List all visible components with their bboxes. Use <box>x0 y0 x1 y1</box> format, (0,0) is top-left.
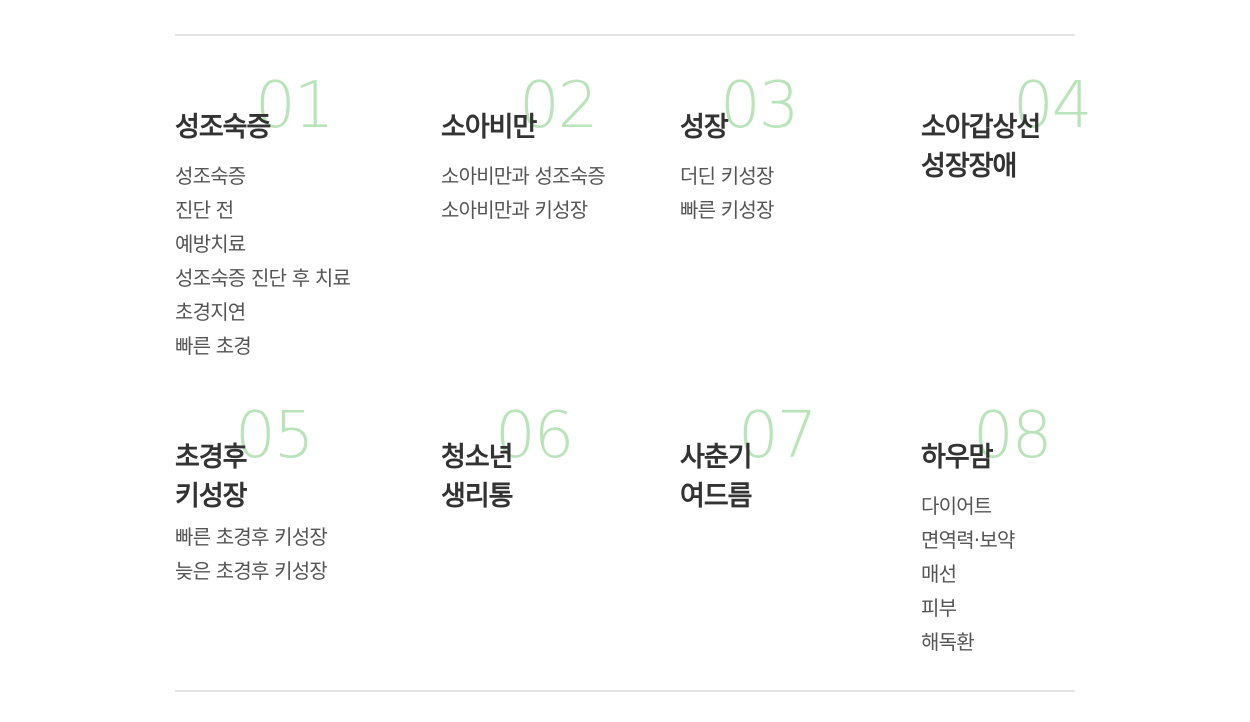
category-number: 08 <box>973 399 1052 473</box>
category-number: 06 <box>495 399 574 473</box>
category-link[interactable]: 매선 <box>921 562 957 586</box>
category-growth: 03 성장 더딘 키성장 빠른 키성장 <box>680 74 910 227</box>
category-link[interactable]: 예방치료 <box>175 232 246 256</box>
category-link-list: 더딘 키성장 빠른 키성장 <box>680 159 910 227</box>
category-number: 05 <box>235 399 314 473</box>
top-divider <box>175 34 1075 36</box>
category-number: 02 <box>519 69 598 143</box>
category-link[interactable]: 초경지연 <box>175 300 246 324</box>
category-title[interactable]: 사춘기 여드름 <box>680 442 753 512</box>
category-title[interactable]: 초경후 키성장 <box>175 442 248 512</box>
category-thyroid-growth-disorder: 04 소아갑상선 성장장애 <box>921 74 1092 186</box>
category-title[interactable]: 하우맘 <box>921 442 994 473</box>
category-title[interactable]: 청소년 생리통 <box>441 442 514 512</box>
category-link[interactable]: 피부 <box>921 596 957 620</box>
category-link[interactable]: 다이어트 <box>921 494 992 518</box>
category-link[interactable]: 해독환 <box>921 630 975 654</box>
category-link[interactable]: 늦은 초경후 키성장 <box>175 559 328 583</box>
category-link-list: 다이어트 면역력·보약 매선 피부 해독환 <box>921 489 1081 659</box>
category-link[interactable]: 소아비만과 성조숙증 <box>441 164 606 188</box>
category-number: 04 <box>1013 69 1092 143</box>
category-link[interactable]: 진단 전 <box>175 198 234 222</box>
category-title[interactable]: 성장 <box>680 112 729 143</box>
category-link[interactable]: 성조숙증 진단 후 치료 <box>175 266 351 290</box>
category-link[interactable]: 성조숙증 <box>175 164 246 188</box>
category-number: 01 <box>255 69 334 143</box>
category-title[interactable]: 소아갑상선 성장장애 <box>921 112 1041 182</box>
category-link[interactable]: 면역력·보약 <box>921 528 1015 552</box>
category-link[interactable]: 소아비만과 키성장 <box>441 198 588 222</box>
category-puberty-acne: 07 사춘기 여드름 <box>680 404 910 516</box>
category-link-list: 성조숙증 진단 전 예방치료 성조숙증 진단 후 치료 초경지연 빠른 초경 <box>175 159 405 363</box>
category-link[interactable]: 빠른 초경 <box>175 334 252 358</box>
category-link[interactable]: 더딘 키성장 <box>680 164 774 188</box>
category-number: 03 <box>720 69 799 143</box>
category-title[interactable]: 소아비만 <box>441 112 537 143</box>
category-howmom: 08 하우맘 다이어트 면역력·보약 매선 피부 해독환 <box>921 404 1081 659</box>
category-link-list: 빠른 초경후 키성장 늦은 초경후 키성장 <box>175 520 405 588</box>
category-link[interactable]: 빠른 키성장 <box>680 198 774 222</box>
category-post-menarche-growth: 05 초경후 키성장 빠른 초경후 키성장 늦은 초경후 키성장 <box>175 404 405 588</box>
category-teen-menstrual-pain: 06 청소년 생리통 <box>441 404 671 516</box>
category-title[interactable]: 성조숙증 <box>175 112 271 143</box>
bottom-divider <box>175 690 1075 692</box>
category-number: 07 <box>738 399 817 473</box>
category-child-obesity: 02 소아비만 소아비만과 성조숙증 소아비만과 키성장 <box>441 74 671 227</box>
category-link-list: 소아비만과 성조숙증 소아비만과 키성장 <box>441 159 671 227</box>
category-link[interactable]: 빠른 초경후 키성장 <box>175 525 328 549</box>
category-precocious-puberty: 01 성조숙증 성조숙증 진단 전 예방치료 성조숙증 진단 후 치료 초경지연… <box>175 74 405 363</box>
